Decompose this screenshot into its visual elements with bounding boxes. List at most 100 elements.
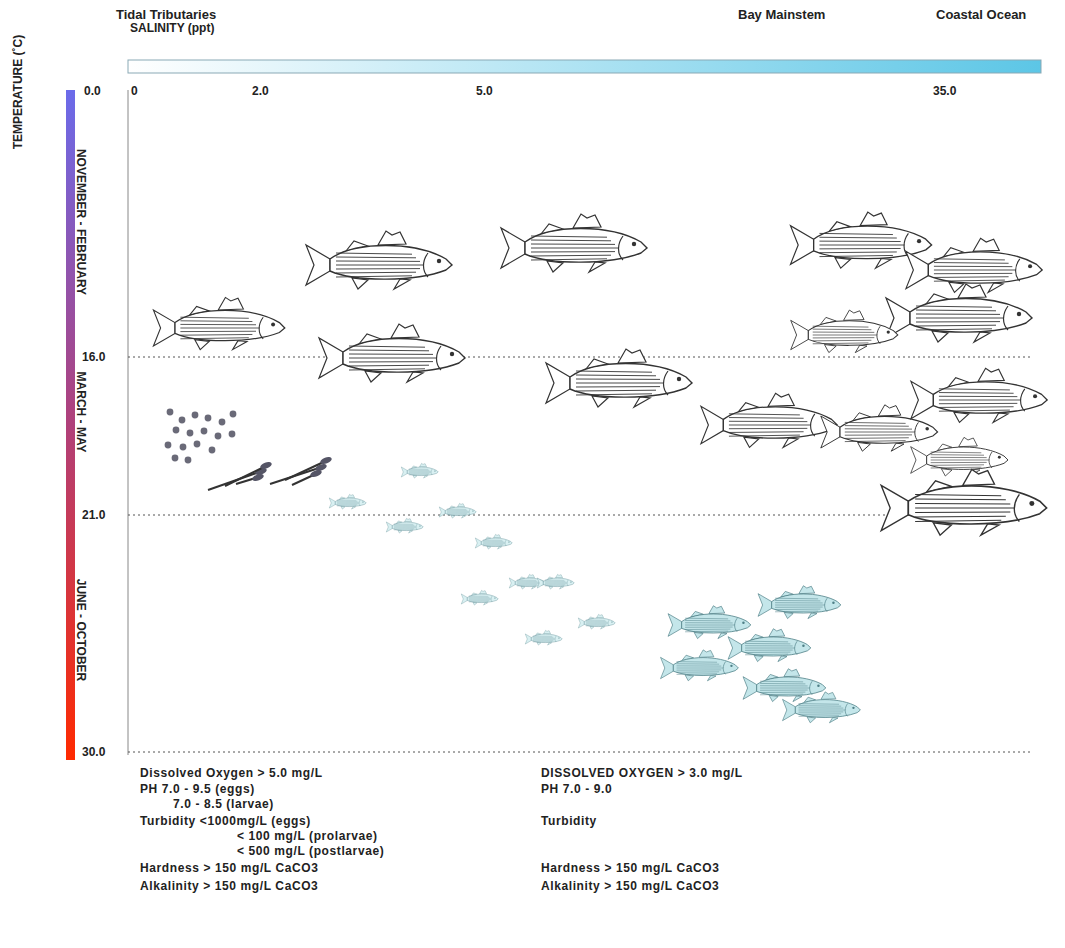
striped-bass [728, 629, 811, 662]
stripe [934, 259, 1005, 260]
stripe [349, 350, 429, 352]
salinity-bar [128, 60, 1041, 73]
tail [386, 522, 392, 532]
eye [570, 581, 571, 582]
gill [416, 524, 417, 530]
fin [195, 340, 209, 350]
fin [479, 590, 486, 594]
stripe [931, 452, 982, 454]
eye [611, 621, 612, 622]
stripe [775, 598, 818, 600]
stripe [531, 255, 611, 257]
striped-bass [525, 630, 562, 645]
fin [694, 632, 703, 638]
gill [431, 469, 432, 475]
stripe [760, 690, 808, 691]
stripe [799, 705, 842, 706]
stripe [760, 694, 803, 696]
stripe [819, 241, 900, 242]
stripe [586, 623, 607, 624]
stripe [545, 585, 564, 586]
egg [230, 411, 237, 418]
tail [911, 447, 927, 474]
stripe [394, 529, 413, 530]
fin [860, 212, 887, 226]
stripe [745, 641, 788, 643]
egg [165, 442, 172, 449]
stripe [685, 629, 730, 630]
stripe [533, 640, 553, 641]
tail [743, 677, 757, 700]
stripe [469, 600, 489, 601]
fish-body [467, 594, 498, 603]
fish-body [757, 677, 826, 696]
fin [876, 259, 891, 269]
stripe [349, 365, 429, 367]
tail [790, 226, 813, 265]
stripe [545, 583, 566, 584]
fin [547, 261, 563, 272]
axis-line [128, 90, 129, 755]
fin [973, 238, 999, 251]
stripe [813, 332, 875, 333]
striped-bass [537, 574, 574, 589]
stripe [916, 318, 1004, 319]
stripe [337, 501, 358, 502]
stripe [531, 240, 611, 242]
axis-tick: 0.0 [84, 85, 101, 98]
stripe [469, 597, 490, 598]
region-label: Coastal Ocean [936, 8, 1026, 22]
axis-tick: 5.0 [476, 85, 493, 98]
region-label: Tidal Tributaries [116, 8, 216, 22]
fin [409, 531, 413, 534]
stripe [745, 654, 788, 656]
fin [487, 546, 491, 549]
eye [832, 601, 834, 603]
gill [619, 236, 624, 260]
gill [811, 414, 815, 436]
fin [549, 586, 553, 589]
stripe [916, 329, 992, 330]
fin [769, 629, 785, 637]
stripe [799, 713, 842, 714]
gill [437, 346, 442, 370]
striped-bass [758, 586, 841, 619]
stripe [531, 251, 615, 252]
stripe [447, 512, 469, 513]
eye [472, 510, 473, 511]
gill [491, 596, 492, 602]
stripe [533, 641, 552, 642]
tail [537, 578, 543, 588]
fish-body [543, 578, 574, 587]
fin [685, 675, 694, 681]
eye [434, 470, 435, 471]
water-quality-note: DISSOLVED OXYGEN > 3.0 mg/L [541, 767, 743, 780]
water-quality-note: < 500 mg/L (postlarvae) [237, 845, 384, 858]
egg [201, 428, 208, 435]
fish-body [335, 498, 366, 507]
stripe [483, 544, 503, 545]
gill [259, 317, 263, 339]
eye [742, 621, 744, 623]
stripe [469, 599, 490, 600]
stripe [775, 600, 820, 601]
striped-bass [501, 214, 647, 272]
stripe [483, 543, 504, 544]
stripe [934, 262, 1009, 264]
stripe [336, 272, 416, 274]
water-quality-note: Turbidity [541, 815, 597, 828]
stripe [349, 358, 437, 359]
gill [795, 641, 798, 655]
fin [963, 469, 995, 485]
tail [911, 381, 933, 418]
stripe [409, 469, 429, 470]
fin [768, 393, 794, 406]
stripe [745, 650, 793, 651]
fish-body [795, 700, 860, 718]
tail [728, 637, 742, 660]
fin [978, 368, 1004, 381]
stripe [775, 605, 825, 606]
stripe [939, 406, 1014, 408]
tail [701, 406, 723, 443]
stripe [409, 472, 430, 473]
